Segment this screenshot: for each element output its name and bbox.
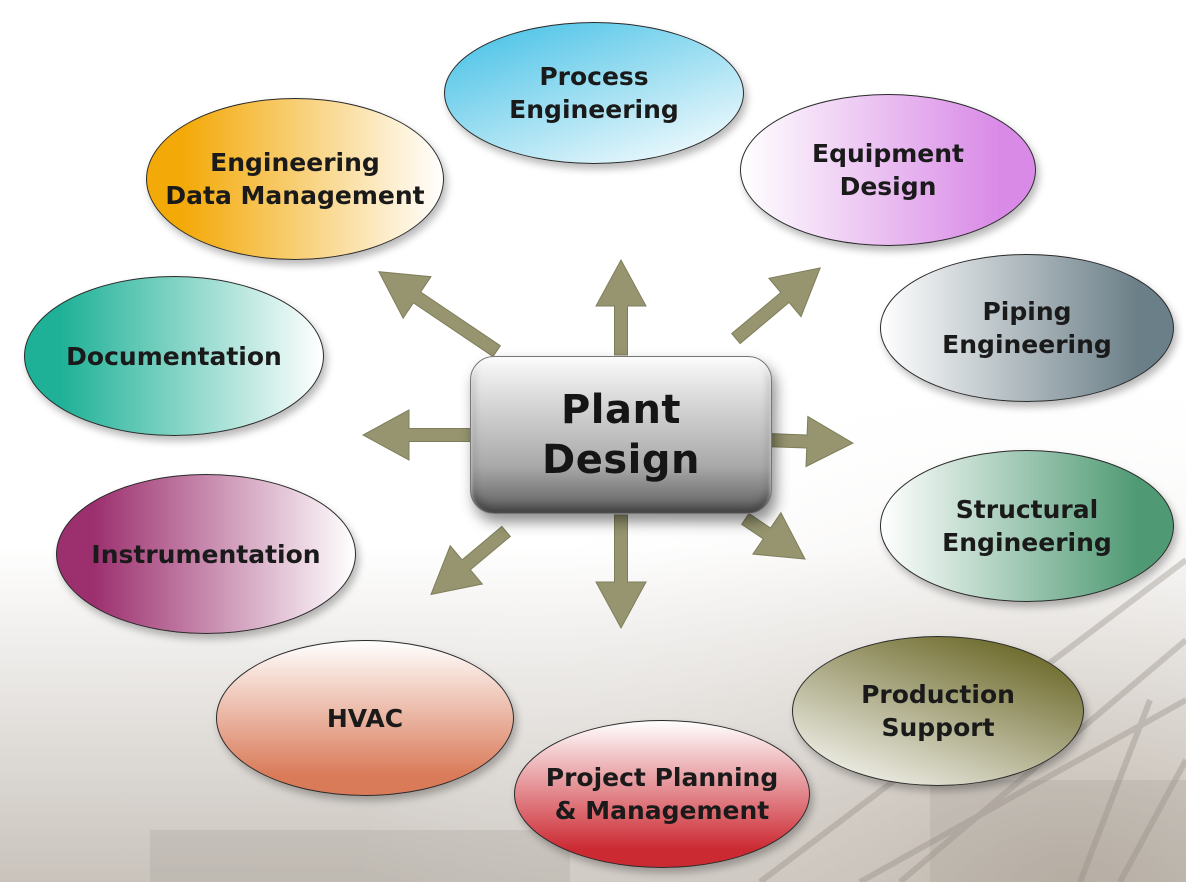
node-piping-engineering: Piping Engineering [880,254,1174,402]
node-equipment-design-label: Equipment Design [812,139,964,201]
node-project-planning-label: Project Planning & Management [545,763,779,825]
arrow-down-right-icon [741,511,806,560]
arrow-right-icon [770,415,854,468]
node-engineering-data-management: Engineering Data Management [146,98,444,260]
arrow-up-right-icon [730,267,822,345]
plant-design-center-box: Plant Design [470,356,772,514]
node-hvac: HVAC [216,640,514,796]
arrow-down-icon [595,514,647,630]
node-hvac-label: HVAC [326,703,404,733]
node-production-support: Production Support [792,636,1084,786]
arrow-left-icon [361,409,472,461]
node-engineering-data-management-label: Engineering Data Management [165,148,425,210]
node-project-planning: Project Planning & Management [514,720,810,868]
node-structural-engineering-label: Structural Engineering [942,495,1112,557]
node-documentation-label: Documentation [66,341,282,371]
node-process-engineering-label: Process Engineering [509,62,679,124]
node-instrumentation: Instrumentation [56,474,356,634]
node-production-support-label: Production Support [861,680,1015,742]
node-documentation: Documentation [24,276,324,436]
node-piping-engineering-label: Piping Engineering [942,297,1112,359]
node-instrumentation-label: Instrumentation [91,539,321,569]
arrow-down-left-icon [430,525,512,596]
node-equipment-design: Equipment Design [740,94,1036,246]
arrow-up-left-icon [378,271,501,358]
node-structural-engineering: Structural Engineering [880,450,1174,602]
node-process-engineering: Process Engineering [444,22,744,164]
center-label: Plant Design [542,387,700,483]
arrow-up-icon [595,258,647,356]
